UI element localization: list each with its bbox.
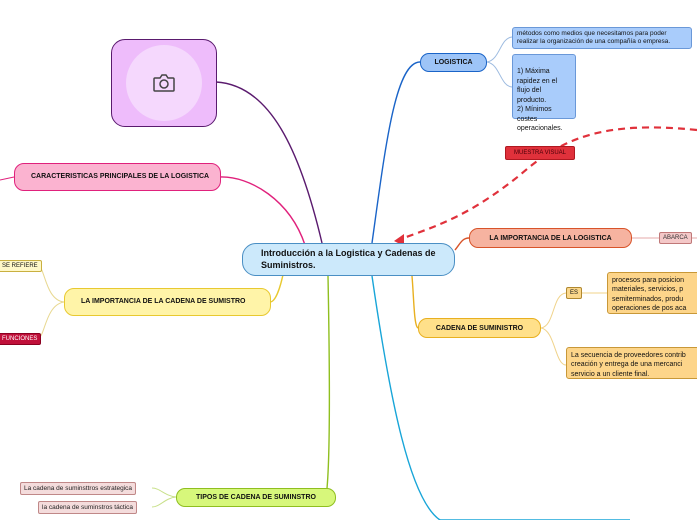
note-logistica-2[interactable]: 1) Máxima rapidez en el flujo del produc… — [512, 54, 576, 132]
note-logistica-1[interactable]: métodos como medios que necesitamos para… — [512, 27, 692, 49]
relationship-dashed — [397, 126, 697, 242]
topic-importancia-logistica[interactable]: LA IMPORTANCIA DE LA LOGISTICA — [469, 228, 632, 248]
tag-muestra-visual[interactable]: MUESTRA VISUAL — [505, 146, 575, 160]
link-caracteristicas-stub — [0, 176, 15, 181]
tag-funciones-label: FUNCIONES — [2, 336, 38, 342]
tag-abarca-label: ABARCA — [663, 235, 688, 241]
link-funciones — [37, 301, 65, 339]
topic-cadena-label: CADENA DE SUMINISTRO — [435, 324, 524, 332]
link-tipos — [325, 275, 331, 498]
tag-abarca[interactable]: ABARCA — [659, 232, 692, 244]
link-bottom — [371, 275, 441, 520]
link-es — [540, 292, 567, 329]
topic-caracteristicas-label: CARACTERISTICAS PRINCIPALES DE LA LOGIST… — [31, 172, 210, 180]
tag-se-refiere-label: SE REFIERE — [2, 263, 38, 269]
image-placeholder — [126, 45, 202, 121]
central-topic[interactable]: Introducción a la Logistica y Cadenas de… — [242, 243, 455, 276]
topic-tipos-label: TIPOS DE CADENA DE SUMINSTRO — [196, 494, 316, 501]
image-node[interactable] — [111, 39, 217, 127]
topic-tipos[interactable]: TIPOS DE CADENA DE SUMINSTRO — [176, 488, 336, 507]
topic-logistica-label: LOGISTICA — [434, 59, 473, 66]
camera-icon — [153, 74, 175, 92]
note-cadena-1[interactable]: procesos para posicion materiales, servi… — [607, 272, 697, 314]
subtopic-tipo-2[interactable]: la cadena de suminstros táctica — [38, 501, 138, 514]
subtopic-tipo-1[interactable]: La cadena de suminsttros estrategica — [20, 482, 137, 495]
tag-muestra-visual-label: MUESTRA VISUAL — [513, 150, 566, 156]
link-cadena-note-2 — [540, 327, 567, 366]
link-logistica-note-2 — [486, 61, 513, 88]
link-tipo-2 — [151, 496, 177, 508]
tag-se-refiere[interactable]: SE REFIERE — [0, 260, 42, 272]
link-image — [215, 81, 323, 244]
tag-es-label: ES — [570, 290, 579, 296]
link-caracteristicas — [219, 176, 306, 246]
link-logistica-note-1 — [486, 36, 513, 63]
link-se-refiere — [37, 265, 65, 303]
central-topic-label: Introducción a la Logistica y Cadenas de… — [261, 248, 436, 270]
note-cadena-2[interactable]: La secuencia de proveedores contrib crea… — [566, 347, 697, 379]
topic-importancia-cadena[interactable]: LA IMPORTANCIA DE LA CADENA DE SUMISTRO — [64, 288, 271, 316]
topic-importancia-cadena-label: LA IMPORTANCIA DE LA CADENA DE SUMISTRO — [81, 297, 246, 305]
tag-funciones[interactable]: FUNCIONES — [0, 333, 42, 345]
topic-importancia-logistica-label: LA IMPORTANCIA DE LA LOGISTICA — [489, 234, 612, 242]
link-importancia-logistica — [454, 237, 470, 251]
note-cadena-2-text: La secuencia de proveedores contrib crea… — [571, 352, 686, 378]
note-logistica-1-text: métodos como medios que necesitamos para… — [517, 30, 671, 46]
note-logistica-2-text: 1) Máxima rapidez en el flujo del produc… — [517, 68, 563, 133]
note-cadena-1-text: procesos para posicion materiales, servi… — [612, 277, 687, 313]
link-logistica — [371, 61, 421, 244]
link-tipo-1 — [151, 487, 177, 498]
subtopic-tipo-1-label: La cadena de suminsttros estrategica — [24, 485, 133, 492]
topic-logistica[interactable]: LOGISTICA — [420, 53, 487, 72]
tag-es[interactable]: ES — [566, 287, 583, 299]
link-cadena — [411, 275, 419, 329]
subtopic-tipo-2-label: la cadena de suminstros táctica — [42, 504, 134, 511]
topic-caracteristicas[interactable]: CARACTERISTICAS PRINCIPALES DE LA LOGIST… — [14, 163, 221, 191]
topic-cadena[interactable]: CADENA DE SUMINISTRO — [418, 318, 541, 338]
